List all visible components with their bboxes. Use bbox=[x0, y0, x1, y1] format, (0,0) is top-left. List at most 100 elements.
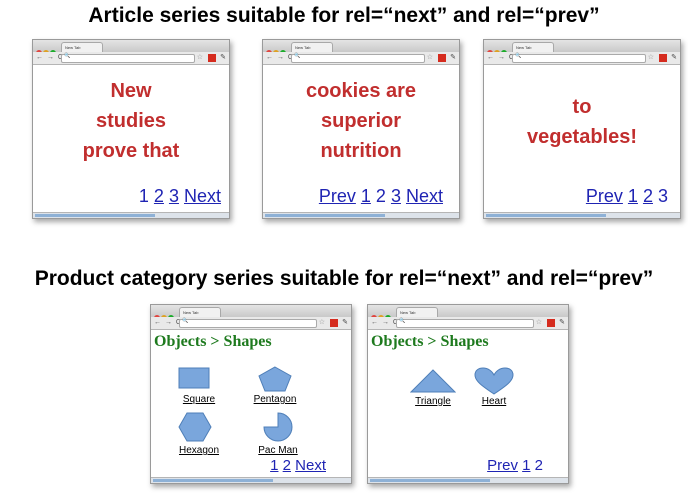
star-icon[interactable]: ☆ bbox=[426, 54, 433, 61]
article-line: superior bbox=[320, 110, 402, 132]
square-icon[interactable] bbox=[178, 367, 210, 389]
pagination: 1 2 3 Next bbox=[139, 186, 221, 207]
category-title: Objects > Shapes bbox=[154, 333, 272, 350]
browser-tab[interactable]: New Tab bbox=[61, 42, 103, 52]
article-line: cookies are bbox=[305, 80, 417, 102]
triangle-icon[interactable] bbox=[410, 369, 456, 393]
category-title: Objects > Shapes bbox=[371, 333, 489, 350]
nav-arrows-icon[interactable]: ← → C bbox=[266, 54, 294, 61]
pentagon-icon[interactable] bbox=[258, 366, 292, 392]
page-content: Objects > Shapes Square Pentagon Hexagon… bbox=[151, 330, 351, 477]
page-number-current: 3 bbox=[657, 186, 668, 206]
page-content: Objects > Shapes Triangle Heart Prev 1 2 bbox=[368, 330, 568, 477]
search-icon: 🔍 bbox=[294, 53, 301, 59]
page-number-current: 1 bbox=[138, 186, 149, 206]
address-bar[interactable]: 🔍 bbox=[61, 53, 195, 63]
title-bar: New Tab bbox=[263, 40, 459, 56]
extension-icon[interactable] bbox=[330, 319, 338, 327]
page-content: cookies are superior nutrition Prev 1 2 … bbox=[263, 65, 459, 212]
prev-link[interactable]: Prev bbox=[318, 186, 356, 206]
search-icon: 🔍 bbox=[182, 318, 189, 324]
extension-icon[interactable] bbox=[438, 54, 446, 62]
article-window-2: New Tab ← → C 🔍 ☆ ✎ cookies are superior… bbox=[262, 39, 460, 219]
pacman-icon[interactable] bbox=[263, 412, 293, 442]
status-bar bbox=[151, 477, 351, 483]
page-number-current: 2 bbox=[534, 457, 543, 474]
status-bar bbox=[484, 212, 680, 218]
address-bar[interactable]: 🔍 bbox=[396, 318, 534, 328]
shape-label-pacman[interactable]: Pac Man bbox=[258, 445, 298, 456]
wrench-icon[interactable]: ✎ bbox=[671, 54, 677, 61]
browser-tab[interactable]: New Tab bbox=[179, 307, 221, 317]
shape-label-pentagon[interactable]: Pentagon bbox=[253, 394, 297, 405]
prev-link[interactable]: Prev bbox=[487, 457, 518, 474]
status-bar bbox=[368, 477, 568, 483]
wrench-icon[interactable]: ✎ bbox=[220, 54, 226, 61]
next-link[interactable]: Next bbox=[405, 186, 443, 206]
page-link-1[interactable]: 1 bbox=[627, 186, 638, 206]
heart-icon[interactable] bbox=[474, 367, 514, 395]
page-link-1[interactable]: 1 bbox=[270, 457, 279, 474]
page-link-1[interactable]: 1 bbox=[522, 457, 531, 474]
nav-arrows-icon[interactable]: ← → C bbox=[36, 54, 64, 61]
star-icon[interactable]: ☆ bbox=[647, 54, 654, 61]
extension-icon[interactable] bbox=[659, 54, 667, 62]
article-window-3: New Tab ← → C 🔍 ☆ ✎ to vegetables! Prev … bbox=[483, 39, 681, 219]
product-series-heading: Product category series suitable for rel… bbox=[34, 267, 654, 290]
search-icon: 🔍 bbox=[64, 53, 71, 59]
address-bar[interactable]: 🔍 bbox=[179, 318, 317, 328]
wrench-icon[interactable]: ✎ bbox=[559, 319, 565, 326]
extension-icon[interactable] bbox=[208, 54, 216, 62]
address-bar[interactable]: 🔍 bbox=[291, 53, 425, 63]
article-line: prove that bbox=[82, 140, 180, 162]
hexagon-icon[interactable] bbox=[178, 412, 212, 442]
page-link-3[interactable]: 3 bbox=[168, 186, 179, 206]
page-link-3[interactable]: 3 bbox=[390, 186, 401, 206]
title-bar: New Tab bbox=[151, 305, 351, 321]
next-link[interactable]: Next bbox=[183, 186, 221, 206]
article-line: vegetables! bbox=[526, 126, 638, 148]
star-icon[interactable]: ☆ bbox=[318, 319, 325, 326]
shape-label-heart[interactable]: Heart bbox=[481, 396, 507, 407]
browser-toolbar: ← → C 🔍 ☆ ✎ bbox=[151, 317, 351, 330]
pagination: Prev 1 2 3 bbox=[586, 186, 668, 207]
category-window-1: New Tab ← → C 🔍 ☆ ✎ Objects > Shapes Squ… bbox=[150, 304, 352, 484]
browser-tab[interactable]: New Tab bbox=[291, 42, 333, 52]
address-bar[interactable]: 🔍 bbox=[512, 53, 646, 63]
page-link-2[interactable]: 2 bbox=[642, 186, 653, 206]
category-window-2: New Tab ← → C 🔍 ☆ ✎ Objects > Shapes Tri… bbox=[367, 304, 569, 484]
next-link[interactable]: Next bbox=[295, 457, 326, 474]
page-content: New studies prove that 1 2 3 Next bbox=[33, 65, 229, 212]
browser-tab[interactable]: New Tab bbox=[396, 307, 438, 317]
status-bar bbox=[263, 212, 459, 218]
star-icon[interactable]: ☆ bbox=[535, 319, 542, 326]
page-link-2[interactable]: 2 bbox=[282, 457, 291, 474]
article-line: studies bbox=[95, 110, 167, 132]
browser-toolbar: ← → C 🔍 ☆ ✎ bbox=[33, 52, 229, 65]
shape-label-square[interactable]: Square bbox=[182, 394, 216, 405]
browser-toolbar: ← → C 🔍 ☆ ✎ bbox=[484, 52, 680, 65]
star-icon[interactable]: ☆ bbox=[196, 54, 203, 61]
prev-link[interactable]: Prev bbox=[585, 186, 623, 206]
nav-arrows-icon[interactable]: ← → C bbox=[371, 319, 399, 326]
wrench-icon[interactable]: ✎ bbox=[450, 54, 456, 61]
browser-tab[interactable]: New Tab bbox=[512, 42, 554, 52]
article-window-1: New Tab ← → C 🔍 ☆ ✎ New studies prove th… bbox=[32, 39, 230, 219]
page-content: to vegetables! Prev 1 2 3 bbox=[484, 65, 680, 212]
page-number-current: 2 bbox=[375, 186, 386, 206]
wrench-icon[interactable]: ✎ bbox=[342, 319, 348, 326]
nav-arrows-icon[interactable]: ← → C bbox=[154, 319, 182, 326]
title-bar: New Tab bbox=[33, 40, 229, 56]
page-link-1[interactable]: 1 bbox=[360, 186, 371, 206]
page-link-2[interactable]: 2 bbox=[153, 186, 164, 206]
nav-arrows-icon[interactable]: ← → C bbox=[487, 54, 515, 61]
shape-label-hexagon[interactable]: Hexagon bbox=[178, 445, 220, 456]
pagination: Prev 1 2 3 Next bbox=[319, 186, 443, 207]
article-line: to bbox=[572, 96, 592, 118]
extension-icon[interactable] bbox=[547, 319, 555, 327]
status-bar bbox=[33, 212, 229, 218]
article-line: New bbox=[110, 80, 152, 102]
article-series-heading: Article series suitable for rel=“next” a… bbox=[88, 4, 600, 27]
shape-label-triangle[interactable]: Triangle bbox=[415, 396, 451, 407]
search-icon: 🔍 bbox=[399, 318, 406, 324]
